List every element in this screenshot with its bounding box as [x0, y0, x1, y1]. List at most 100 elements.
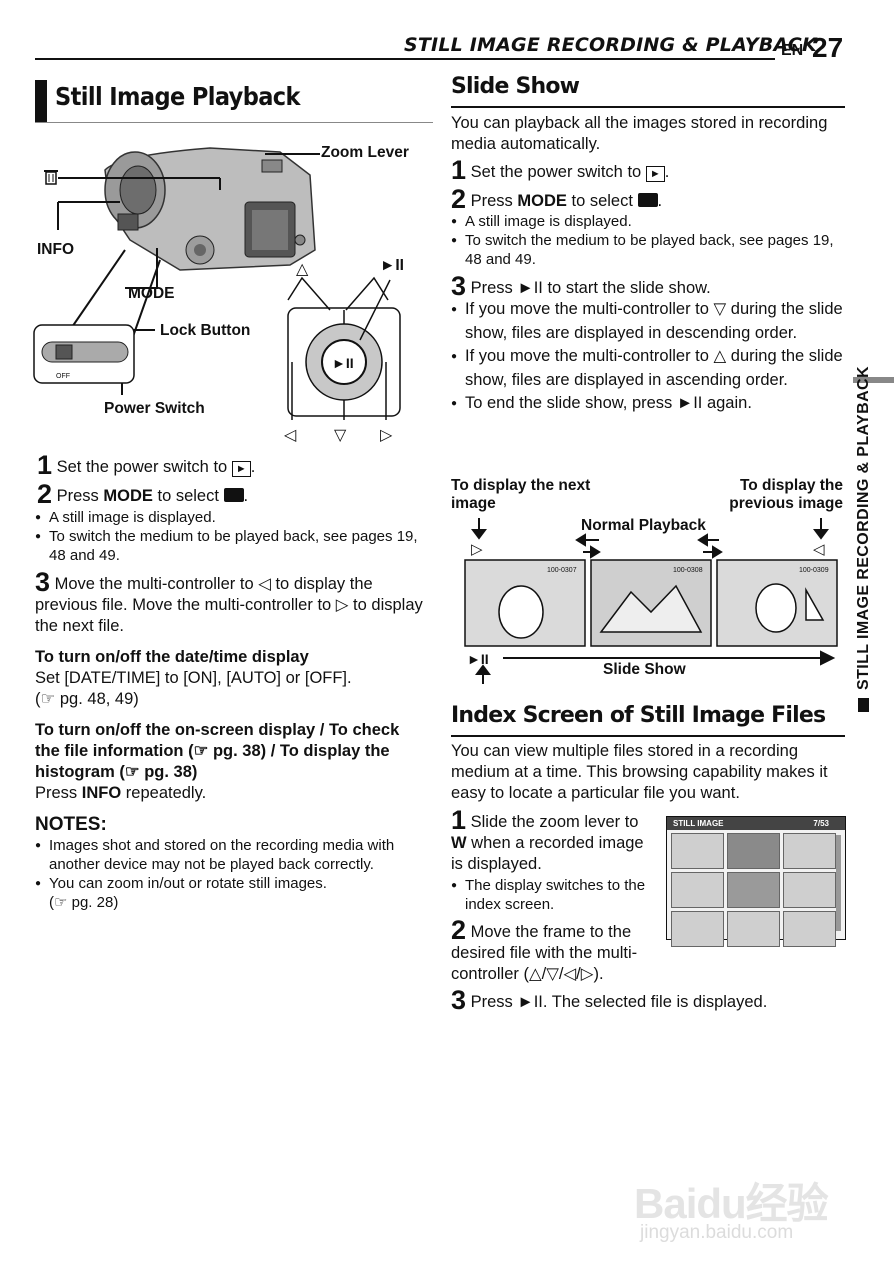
left-step2-num: 2 — [37, 479, 53, 509]
fig-next-image: To display the next image — [451, 477, 591, 512]
up-arrow-icon: △ — [296, 261, 309, 278]
right-step3-num: 3 — [451, 271, 467, 301]
notes-list: Images shot and stored on the recording … — [35, 836, 420, 912]
left-sub2-post: repeatedly. — [125, 784, 207, 802]
ss-bullet3: To end the slide show, press ►II again. — [451, 392, 845, 416]
left-step3-text: Move the multi-controller to ◁ to displa… — [35, 575, 423, 635]
left-sub1-text: Set [DATE/TIME] to [ON], [AUTO] or [OFF]… — [35, 669, 352, 687]
sidebar-text: STILL IMAGE RECORDING & PLAYBACK — [855, 366, 873, 712]
note1: Images shot and stored on the recording … — [35, 836, 420, 874]
idx-step1-w: W — [451, 834, 467, 852]
fig-file1: 100-0307 — [547, 567, 577, 574]
sidebar-tab — [853, 377, 894, 383]
index-thumb — [783, 833, 836, 869]
lock-button-label: Lock Button — [160, 322, 251, 339]
index-screen-bar: STILL IMAGE 7/53 — [667, 817, 845, 830]
multi-controller: ►II — [287, 276, 401, 420]
right-bullets: A still image is displayed. To switch th… — [451, 212, 845, 269]
index-heading: Index Screen of Still Image Files — [451, 703, 826, 728]
slideshow-heading: Slide Show — [451, 74, 580, 99]
camera-body — [104, 147, 316, 271]
left-step3-num: 3 — [35, 567, 51, 597]
delete-icon — [44, 170, 58, 185]
switch-inset — [33, 324, 135, 384]
off-label: OFF — [56, 373, 70, 380]
left-step2-mode: MODE — [103, 487, 153, 505]
right-step2-post: to select — [571, 192, 633, 210]
info-label: INFO — [37, 241, 75, 258]
index-grid — [667, 830, 845, 950]
fig-left-arrow-icon: ◁ — [813, 541, 825, 558]
slideshow-bullets: If you move the multi-controller to ▽ du… — [451, 298, 845, 416]
left-heading-rule — [35, 122, 433, 123]
left-step1: 1 Set the power switch to ►. — [37, 450, 256, 480]
idx-step3-text: Press ►II. The selected file is displaye… — [470, 993, 768, 1011]
zoom-lever-label: Zoom Lever — [321, 144, 409, 161]
index-thumb — [727, 911, 780, 947]
fig-slide-show: Slide Show — [603, 661, 686, 678]
watermark-url: jingyan.baidu.com — [640, 1222, 794, 1243]
ss-bullet1: If you move the multi-controller to ▽ du… — [451, 298, 845, 345]
left-step2-post: to select — [157, 487, 219, 505]
right-step2: 2 Press MODE to select . — [451, 184, 663, 214]
left-bullet1: A still image is displayed. — [35, 508, 425, 527]
index-thumb — [671, 911, 724, 947]
left-heading-bar — [35, 80, 47, 122]
camera-icon-2 — [637, 193, 658, 207]
right-arrow-icon: ▷ — [380, 427, 393, 444]
sidebar-label: STILL IMAGE RECORDING & PLAYBACK — [855, 366, 872, 690]
play-pause-label: ►II — [380, 257, 404, 274]
slideshow-figure: ▷ ◁ 100-0307 100-0308 100-0309 ►II — [464, 518, 838, 684]
idx-step2-num: 2 — [451, 915, 467, 945]
fig-play-pause: ►II — [467, 651, 489, 667]
left-sub1: To turn on/off the date/time display Set… — [35, 647, 427, 710]
left-step2-pre: Press — [56, 487, 99, 505]
right-bullet1: A still image is displayed. — [451, 212, 845, 231]
left-sub2-title: To turn on/off the on-screen display / T… — [35, 721, 400, 781]
fig-file2: 100-0308 — [673, 567, 703, 574]
right-step3: 3 Press ►II to start the slide show. — [451, 271, 845, 301]
note2-ref: (☞ pg. 28) — [49, 894, 119, 911]
mode-label: MODE — [128, 285, 175, 302]
right-step2-mode: MODE — [517, 192, 567, 210]
idx-step2-text: Move the frame to the desired file with … — [451, 923, 638, 983]
slideshow-heading-rule — [451, 106, 845, 108]
left-step3: 3 Move the multi-controller to ◁ to disp… — [35, 567, 427, 637]
left-arrow-icon: ◁ — [284, 427, 297, 444]
right-step1-num: 1 — [451, 155, 467, 185]
camera-diagram: OFF ►II △ ◁ ▽ ▷ — [33, 147, 401, 444]
index-scrollbar — [836, 835, 841, 931]
watermark-brand: Baidu经验 — [634, 1180, 829, 1227]
right-step2-pre: Press — [470, 192, 513, 210]
idx-step3: 3 Press ►II. The selected file is displa… — [451, 985, 845, 1015]
idx-bullets: The display switches to the index screen… — [451, 876, 651, 914]
left-step1-num: 1 — [37, 450, 53, 480]
header-rule — [35, 58, 775, 60]
idx-step3-num: 3 — [451, 985, 467, 1015]
fig-file3: 100-0309 — [799, 567, 829, 574]
playback-icon-2: ► — [645, 166, 665, 182]
slideshow-intro: You can playback all the images stored i… — [451, 114, 828, 153]
index-heading-rule — [451, 735, 845, 737]
left-sub2: To turn on/off the on-screen display / T… — [35, 720, 427, 804]
index-thumb — [727, 833, 780, 869]
index-thumb — [727, 872, 780, 908]
right-step1-text: Set the power switch to — [470, 163, 642, 181]
sidebar-camera-icon — [858, 698, 869, 712]
header-lang: EN — [781, 42, 804, 59]
fig-prev-image: To display the previous image — [729, 477, 843, 512]
left-sub2-line: Press INFO repeatedly. — [35, 783, 427, 804]
idx-step1-pre: Slide the zoom lever to — [470, 813, 639, 831]
left-sub2-pre: Press — [35, 784, 78, 802]
left-sub1-title: To turn on/off the date/time display — [35, 648, 309, 666]
idx-bullet: The display switches to the index screen… — [451, 876, 651, 914]
down-arrow-icon: ▽ — [334, 427, 347, 444]
left-bullets: A still image is displayed. To switch th… — [35, 508, 425, 565]
index-thumb — [671, 872, 724, 908]
left-heading: Still Image Playback — [55, 82, 300, 111]
idx-step1-post: when a recorded image is displayed. — [451, 834, 644, 873]
power-switch-label: Power Switch — [104, 400, 205, 417]
note2: You can zoom in/out or rotate still imag… — [35, 874, 420, 893]
index-thumb — [783, 872, 836, 908]
playback-icon: ► — [231, 461, 251, 477]
